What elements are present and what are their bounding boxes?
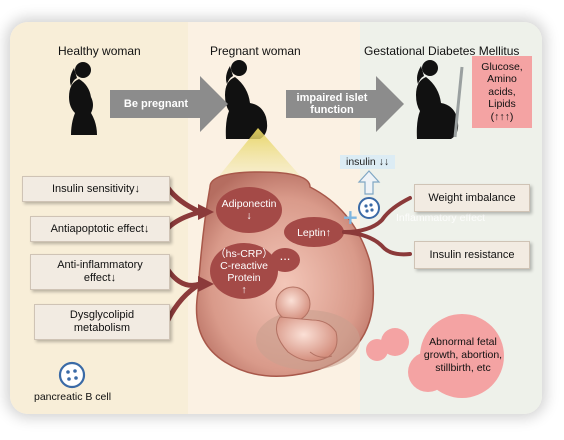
gdm-metabolites-box: Glucose, Amino acids, Lipids (↑↑↑) [472, 56, 532, 128]
antiapoptotic-box: Antiapoptotic effect↓ [30, 216, 170, 242]
beta-cell-icon [358, 197, 380, 219]
pancreatic-label: pancreatic B cell [34, 391, 112, 403]
gdm-line4: Lipids [488, 98, 516, 111]
gdm-line5: (↑↑↑) [490, 110, 514, 123]
antiinflammatory-line1: Anti-inflammatory [57, 259, 143, 271]
hscrp-pointer [198, 276, 214, 292]
gdm-line2: Amino [487, 73, 517, 86]
insulin-up-arrow [357, 170, 381, 195]
insulin-label: insulin ↓↓ [340, 155, 396, 169]
healthy-heading: Healthy woman [58, 44, 141, 58]
right-connectors [342, 196, 412, 257]
dysglycolipid-line2: metabolism [73, 322, 131, 334]
be-pregnant-arrow [110, 76, 228, 132]
impaired-function-label: impaired islet function [288, 92, 376, 116]
healthy-woman-silhouette [69, 62, 97, 135]
impaired-line1: impaired islet [296, 92, 368, 104]
outcome-line2: growth, abortion, [423, 349, 503, 361]
diagram-artwork: + [58, 60, 504, 398]
dysglycolipid-box: Dysglycolipid metabolism [34, 304, 170, 340]
gdm-woman-silhouette [416, 60, 464, 139]
hscrp-blob [210, 243, 278, 299]
gdm-line1: Glucose, [481, 60, 523, 73]
pancreatic-cell-icon [58, 361, 86, 389]
antiinflammatory-line2: effect↓ [83, 272, 117, 284]
pregnant-woman-silhouette [225, 60, 268, 139]
leptin-blob [284, 217, 344, 247]
dysglycolipid-line1: Dysglycolipid [69, 309, 135, 321]
pregnant-heading: Pregnant woman [210, 44, 301, 58]
fetus-illustration [256, 286, 360, 370]
adiponectin-line1: Adiponectin [221, 198, 277, 210]
inflammatory-label: Inflammatory effect [396, 212, 486, 224]
outcome-line3: stillbirth, etc [435, 362, 491, 374]
antiinflammatory-box: Anti-inflammatory effect↓ [30, 254, 170, 290]
outcome-line1: Abnormal fetal [429, 336, 497, 348]
hscrp-line4: ↑ [241, 284, 247, 296]
adiponectin-line2: ↓ [246, 210, 252, 222]
outcome-label: Abnormal fetal growth, abortion, stillbi… [418, 336, 508, 375]
gdm-line3: acids, [488, 85, 516, 98]
impaired-function-arrow [286, 76, 404, 132]
weight-imbalance-box: Weight imbalance [414, 184, 530, 212]
left-connectors [165, 185, 203, 323]
adiponectin-pointer [198, 204, 214, 220]
be-pregnant-label: Be pregnant [123, 98, 189, 110]
outcome-cloud [366, 314, 504, 398]
insulin-sensitivity-box: Insulin sensitivity↓ [22, 176, 170, 202]
gdm-heading: Gestational Diabetes Mellitus [364, 44, 520, 58]
adiponectin-label: Adiponectin ↓ [216, 198, 282, 222]
hscrp-line1: （hs-CRP） [215, 248, 273, 260]
hscrp-line3: Protein [227, 272, 261, 284]
insulin-resistance-box: Insulin resistance [414, 241, 530, 269]
impaired-line2: function [310, 104, 354, 116]
leptin-label: Leptin↑ [297, 227, 331, 239]
plus-icon: + [342, 205, 359, 229]
adiponectin-blob [216, 187, 282, 233]
figure-frame: + Healthy woman Pregnant woman Gestati [10, 22, 542, 414]
ellipsis-blob [270, 248, 300, 272]
hscrp-line2: C-reactive [220, 260, 268, 272]
focus-beam [210, 128, 310, 187]
ellipsis-label: ... [279, 248, 291, 263]
hscrp-label: （hs-CRP） C-reactive Protein ↑ [210, 248, 278, 296]
